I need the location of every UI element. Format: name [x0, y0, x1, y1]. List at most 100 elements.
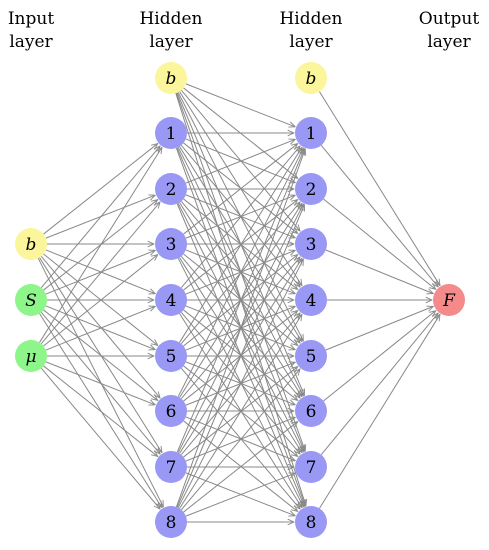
hidden2-node-6: 6: [295, 395, 327, 427]
hidden1-node-circle-8: [155, 506, 187, 538]
hidden1-node-8: 8: [155, 506, 187, 538]
hidden2-node-circle-8: [295, 506, 327, 538]
hidden2-node-circle-7: [295, 451, 327, 483]
hidden2-node-circle-5: [295, 340, 327, 372]
connection-hidden1-6-to-hidden2-1: [177, 148, 303, 397]
hidden1-node-circle-7: [155, 451, 187, 483]
hidden1-node-7: 7: [155, 451, 187, 483]
connection-hidden2-6-to-output-0: [323, 311, 435, 402]
connection-hidden1-8-to-hidden2-6: [183, 422, 298, 513]
hidden1-node-label-4: 4: [166, 291, 177, 311]
input-layer-title-line2: layer: [9, 32, 53, 52]
hidden2-node-3: 3: [295, 228, 327, 260]
connection-hidden2-0-to-output-0: [319, 91, 440, 286]
connection-hidden1-8-to-hidden2-5: [180, 369, 300, 511]
hidden2-node-1: 1: [295, 117, 327, 149]
input-node-2: μ: [15, 340, 47, 372]
connection-hidden2-2-to-output-0: [323, 198, 435, 289]
input-node-circle-2: [15, 340, 47, 372]
hidden2-node-label-5: 5: [306, 347, 317, 367]
output-layer-title-line2: layer: [427, 32, 471, 52]
connection-input-0-to-hidden1-6: [40, 255, 160, 398]
connection-hidden2-7-to-output-0: [320, 313, 438, 455]
input-layer-title-line1: Input: [8, 9, 54, 29]
hidden1-node-5: 5: [155, 340, 187, 372]
hidden1-node-1: 1: [155, 117, 187, 149]
hidden1-node-6: 6: [155, 395, 187, 427]
hidden1-node-4: 4: [155, 284, 187, 316]
hidden1-node-2: 2: [155, 173, 187, 205]
connection-hidden1-7-to-hidden2-1: [176, 149, 304, 453]
input-node-1: S: [15, 284, 47, 316]
hidden-layer-2-title-line1: Hidden: [279, 9, 342, 29]
hidden2-node-circle-6: [295, 395, 327, 427]
hidden1-node-circle-5: [155, 340, 187, 372]
connection-input-1-to-hidden1-3: [45, 250, 155, 295]
hidden2-node-7: 7: [295, 451, 327, 483]
hidden1-node-circle-6: [155, 395, 187, 427]
connection-hidden1-8-to-hidden2-2: [176, 205, 304, 508]
nodes-group: bSμ b 1 2 3 4 5 6 7 8 b 1 2 3 4 5 6 7 8 F: [15, 62, 465, 538]
hidden1-node-circle-2: [155, 173, 187, 205]
hidden1-node-label-8: 8: [166, 513, 177, 533]
hidden2-node-label-6: 6: [306, 402, 317, 422]
connection-hidden2-3-to-output-0: [325, 249, 433, 294]
input-node-label-1: S: [25, 291, 37, 311]
hidden2-node-label-2: 2: [306, 180, 317, 200]
connection-input-2-to-hidden1-7: [43, 365, 158, 457]
connection-input-2-to-hidden1-3: [43, 255, 157, 347]
hidden2-node-label-3: 3: [306, 235, 317, 255]
layer-titles: Input layer Hidden layer Hidden layer Ou…: [8, 9, 480, 52]
input-node-label-2: μ: [25, 347, 36, 367]
connection-hidden1-0-to-hidden2-1: [185, 83, 295, 127]
connection-hidden1-2-to-hidden2-1: [185, 139, 295, 184]
output-layer-title-line1: Output: [419, 9, 480, 29]
output-node-circle-0: [433, 284, 465, 316]
hidden1-node-label-5: 5: [166, 347, 177, 367]
hidden2-node-4: 4: [295, 284, 327, 316]
connection-hidden1-4-to-hidden2-1: [180, 146, 300, 289]
hidden1-node-circle-3: [155, 228, 187, 260]
connection-hidden2-1-to-output-0: [320, 145, 438, 287]
hidden2-node-circle-0: [295, 62, 327, 94]
hidden1-node-label-6: 6: [166, 402, 177, 422]
connection-hidden1-8-to-hidden2-1: [175, 149, 305, 508]
connection-hidden1-3-to-hidden2-1: [183, 144, 298, 235]
connection-input-2-to-hidden1-8: [40, 367, 160, 509]
connection-hidden1-8-to-hidden2-3: [177, 259, 303, 508]
hidden2-node-label-4: 4: [306, 291, 317, 311]
hidden2-node-8: 8: [295, 506, 327, 538]
hidden2-node-label-7: 7: [306, 458, 317, 478]
hidden1-node-label-3: 3: [166, 235, 177, 255]
input-node-circle-1: [15, 284, 47, 316]
hidden2-node-circle-4: [295, 284, 327, 316]
connection-input-2-to-hidden1-6: [45, 361, 155, 405]
output-node-label-0: F: [442, 291, 456, 311]
hidden1-node-label-1: 1: [166, 124, 177, 144]
hidden2-node-circle-2: [295, 173, 327, 205]
hidden2-node-5: 5: [295, 340, 327, 372]
output-node-0: F: [433, 284, 465, 316]
input-node-0: b: [15, 228, 47, 260]
connection-input-1-to-hidden1-8: [39, 313, 162, 508]
connection-input-2-to-hidden1-2: [40, 202, 160, 345]
hidden2-node-label-8: 8: [306, 513, 317, 533]
hidden1-node-circle-1: [155, 117, 187, 149]
hidden1-node-circle-0: [155, 62, 187, 94]
connection-input-1-to-hidden1-1: [40, 146, 160, 289]
hidden-layer-1-title-line2: layer: [149, 32, 193, 52]
input-node-circle-0: [15, 228, 47, 260]
connection-hidden1-8-to-hidden2-4: [179, 314, 302, 509]
connection-hidden1-5-to-hidden2-1: [179, 147, 302, 343]
connection-input-0-to-hidden1-1: [43, 144, 158, 235]
hidden1-node-circle-4: [155, 284, 187, 316]
hidden1-node-label-0: b: [166, 69, 177, 89]
hidden-layer-2-title-line2: layer: [289, 32, 333, 52]
hidden2-node-label-0: b: [306, 69, 317, 89]
hidden1-node-label-2: 2: [166, 180, 177, 200]
hidden2-node-2: 2: [295, 173, 327, 205]
hidden1-node-3: 3: [155, 228, 187, 260]
connection-hidden1-8-to-hidden2-7: [185, 473, 295, 517]
hidden2-node-label-1: 1: [306, 124, 317, 144]
